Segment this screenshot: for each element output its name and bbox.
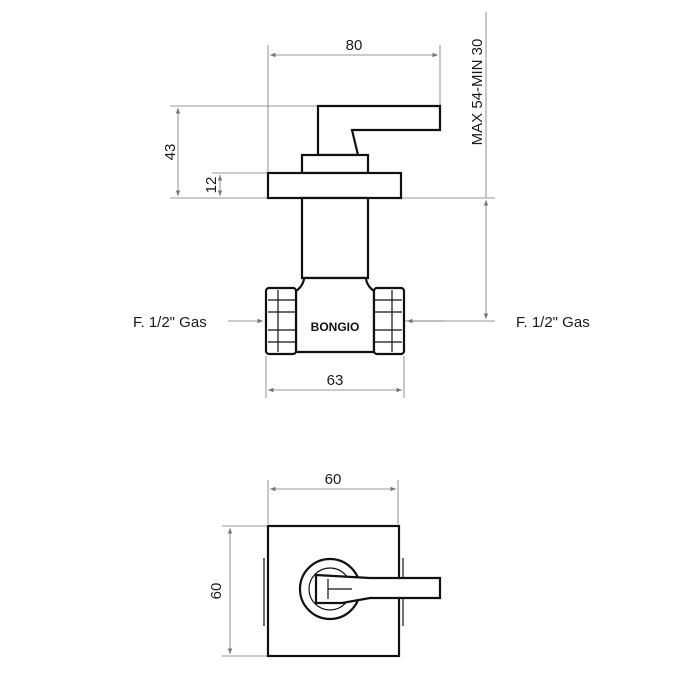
- height-label: 43: [162, 144, 179, 161]
- valve-body: [294, 276, 376, 354]
- handle-collar: [300, 153, 370, 175]
- left-union-nut: [264, 286, 298, 356]
- dimension-body-width-63: 63: [265, 356, 405, 398]
- right-union-nut: [372, 286, 406, 356]
- dimension-front-width-60: 60: [267, 471, 399, 524]
- valve-stem: [300, 196, 370, 280]
- left-connection-callout: F. 1/2" Gas: [133, 314, 263, 331]
- dimension-front-height-60: 60: [208, 525, 268, 657]
- dimension-flange-12: 12: [203, 172, 268, 196]
- width-label: 80: [346, 37, 363, 54]
- right-connection-callout: F. 1/2" Gas: [407, 314, 590, 331]
- flange-label: 12: [203, 177, 220, 194]
- front-view: 60 60: [208, 471, 442, 658]
- front-height-label: 60: [208, 583, 225, 600]
- dimension-depth: MAX 54-MIN 30: [401, 12, 495, 322]
- dimension-width-80: 80: [267, 37, 441, 172]
- flange-plate: [266, 171, 403, 200]
- depth-label: MAX 54-MIN 30: [469, 39, 486, 146]
- brand-logo: BONGIO: [311, 320, 360, 334]
- dimension-height-43: 43: [162, 105, 320, 199]
- front-width-label: 60: [325, 471, 342, 488]
- right-connection-label: F. 1/2" Gas: [516, 314, 590, 331]
- left-connection-label: F. 1/2" Gas: [133, 314, 207, 331]
- side-view: 80 43 12 MAX 54-MIN 30: [133, 12, 590, 398]
- handle-lever: [316, 104, 442, 157]
- handle-top-view: [314, 573, 442, 605]
- body-width-label: 63: [327, 372, 344, 389]
